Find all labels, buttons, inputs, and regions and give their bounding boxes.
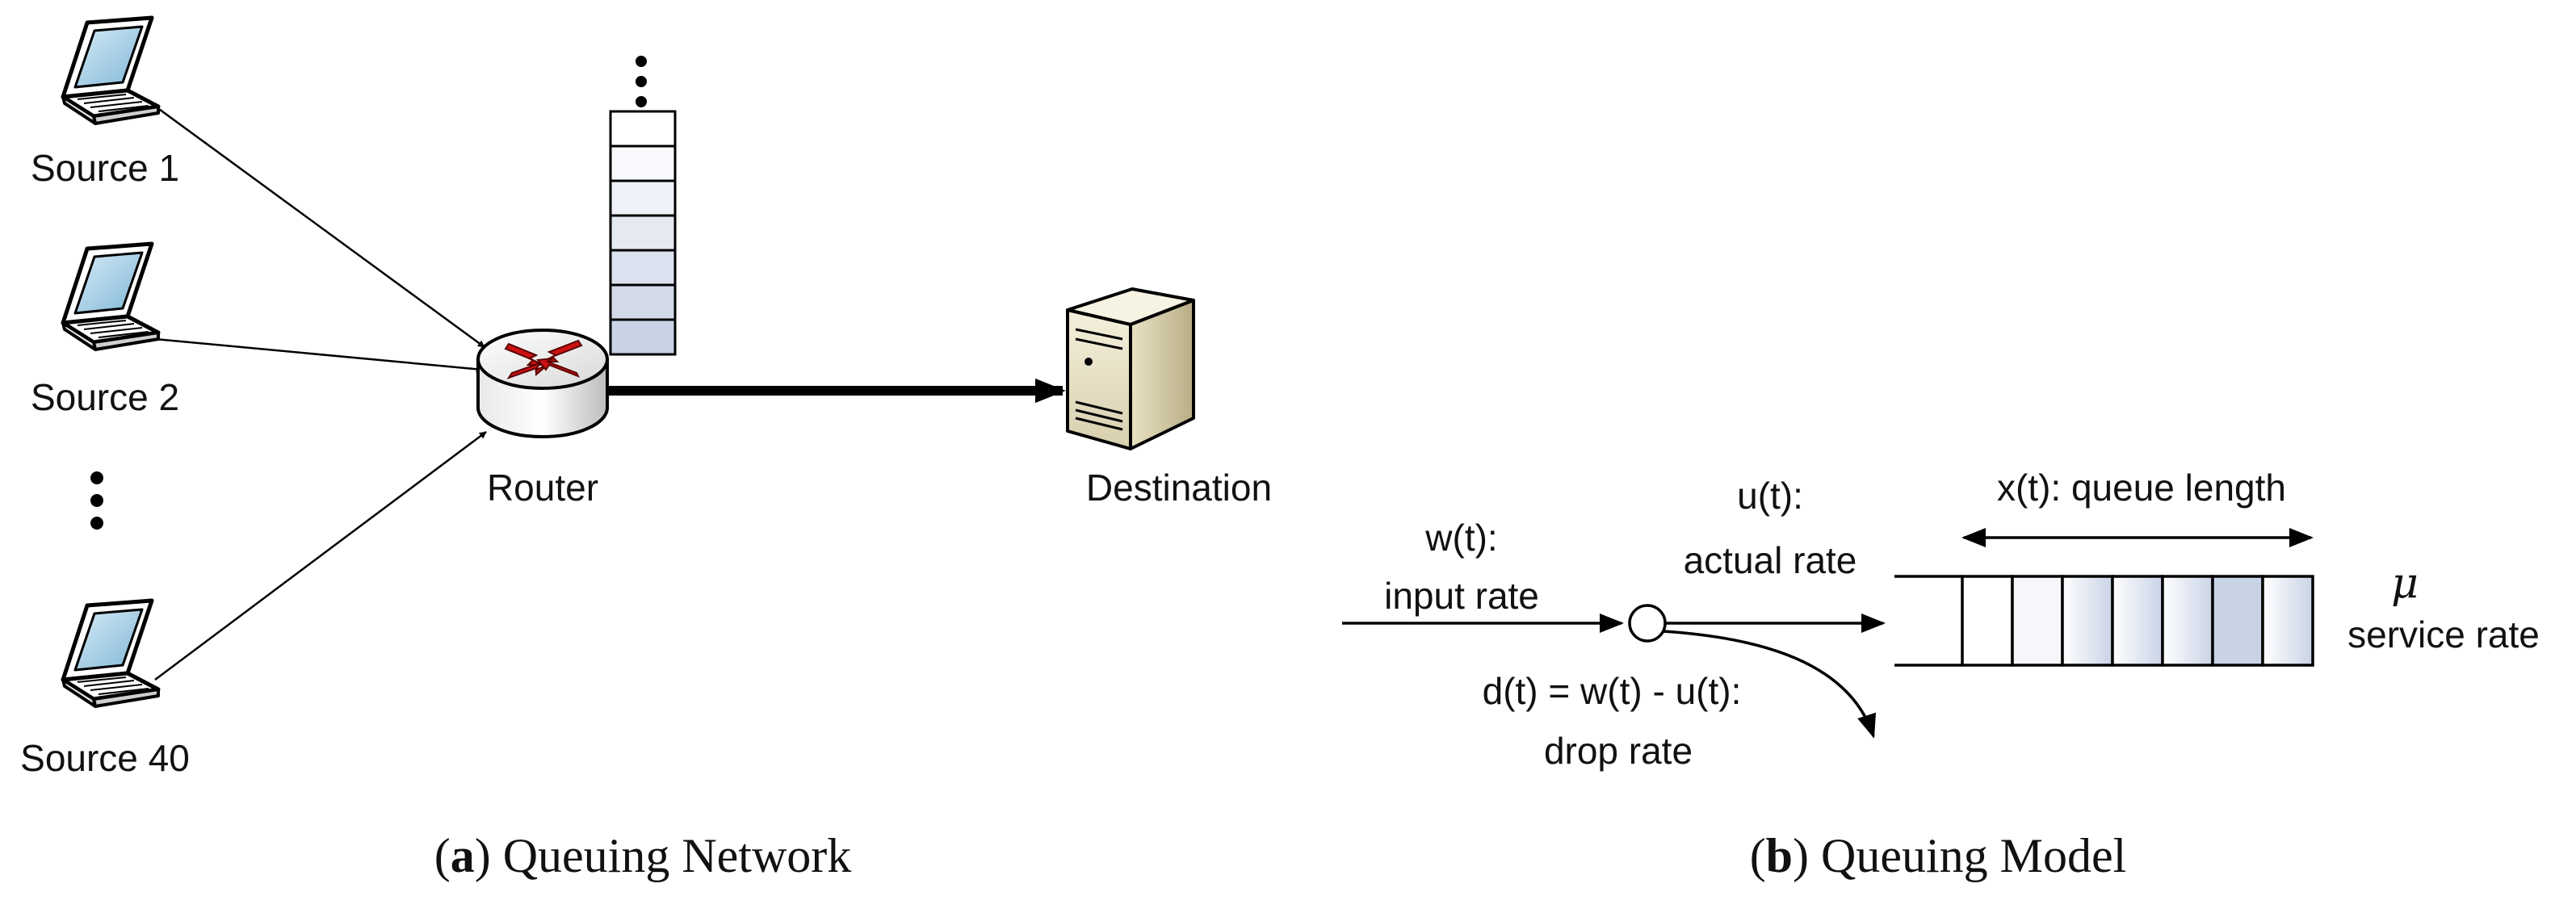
buffer-slot — [609, 179, 677, 217]
actual-rate-label-line2: actual rate — [1684, 539, 1857, 581]
buffer-slot — [609, 318, 677, 356]
buffer-slot — [609, 110, 677, 148]
mu-symbol: μ — [2391, 559, 2419, 608]
caption-b-tag: b — [1766, 829, 1793, 882]
drop-rate-label-line1: d(t) = w(t) - u(t): — [1483, 670, 1742, 712]
destination-server-icon — [1066, 287, 1195, 450]
drop-rate-arrow — [1663, 630, 1877, 739]
router-label: Router — [487, 467, 598, 509]
junction-node — [1628, 604, 1667, 643]
panel-a-queuing-network: Source 1 Source 2 Source 40 Router — [20, 18, 1272, 882]
caption-a-text: Queuing Network — [491, 829, 852, 882]
destination-label: Destination — [1086, 467, 1272, 509]
input-rate-label-line2: input rate — [1384, 575, 1539, 617]
source-2-label: Source 2 — [31, 376, 179, 418]
buffer-slot — [609, 249, 677, 287]
router-buffer-queue — [609, 56, 677, 356]
source-1-laptop-icon — [63, 18, 158, 124]
service-queue — [1894, 575, 2314, 667]
caption-b-text: Queuing Model — [1809, 829, 2126, 882]
panel-b-queuing-model: x(t): queue length w(t): input rate u(t)… — [1342, 467, 2540, 882]
caption-b: (b) Queuing Model — [1750, 829, 2127, 882]
source-links — [153, 103, 487, 681]
drop-rate-label-line2: drop rate — [1544, 730, 1693, 772]
link-source-2 — [154, 337, 484, 373]
link-source-1 — [153, 103, 485, 349]
queue-slot — [2111, 575, 2164, 667]
source-1-label: Source 1 — [31, 147, 179, 189]
queue-slot — [1961, 575, 2014, 667]
link-source-40 — [154, 430, 487, 681]
router-icon — [476, 329, 609, 438]
source-40-label: Source 40 — [20, 737, 190, 779]
source-2-laptop-icon — [63, 244, 158, 350]
queue-slot — [2061, 575, 2114, 667]
input-rate-label-line1: w(t): — [1424, 517, 1497, 559]
source-40-laptop-icon — [63, 601, 158, 706]
queue-slot — [2011, 575, 2064, 667]
caption-a: (a) Queuing Network — [434, 829, 852, 882]
queue-slot — [2261, 575, 2314, 667]
queue-length-label: x(t): queue length — [1997, 467, 2286, 509]
actual-rate-label-line1: u(t): — [1737, 475, 1803, 517]
router-arrows — [504, 339, 583, 379]
service-rate-label: service rate — [2347, 614, 2540, 655]
buffer-ellipsis — [636, 56, 647, 107]
buffer-slot — [609, 144, 677, 182]
buffer-slot — [609, 283, 677, 321]
caption-a-tag: a — [451, 829, 475, 882]
queue-slot — [2211, 575, 2264, 667]
sources-ellipsis — [90, 471, 103, 530]
buffer-slot — [609, 214, 677, 252]
queue-slot — [2161, 575, 2214, 667]
